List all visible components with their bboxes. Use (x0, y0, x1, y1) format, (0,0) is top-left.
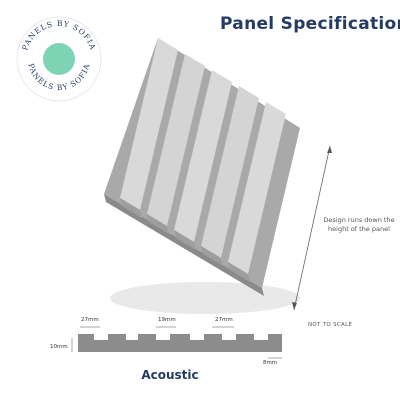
profile-label: Acoustic (141, 368, 199, 382)
dim-height: 10mm (50, 344, 68, 350)
panel-shadow (110, 282, 300, 314)
panel-slats (120, 38, 286, 282)
page-title: Panel Specification (220, 14, 400, 34)
logo-disc (43, 43, 75, 75)
panel-backing-edge (104, 194, 264, 296)
arrow-head-bottom (292, 302, 297, 310)
scale-note: NOT TO SCALE (308, 322, 353, 328)
direction-note: Design runs down the height of the panel (323, 216, 395, 233)
arrow-head-top (327, 146, 332, 153)
dim-gap-width: 19mm (158, 317, 176, 323)
logo-ring (16, 16, 102, 102)
acoustic-profile (71, 326, 282, 359)
direction-arrow (293, 145, 331, 311)
dim-slat-width: 27mm (81, 317, 99, 323)
dim-slat-width-2: 27mm (215, 317, 233, 323)
dim-base: 8mm (263, 360, 278, 366)
brand-logo: PANELS BY SOFIA PANELS BY SOFIA (16, 16, 102, 102)
